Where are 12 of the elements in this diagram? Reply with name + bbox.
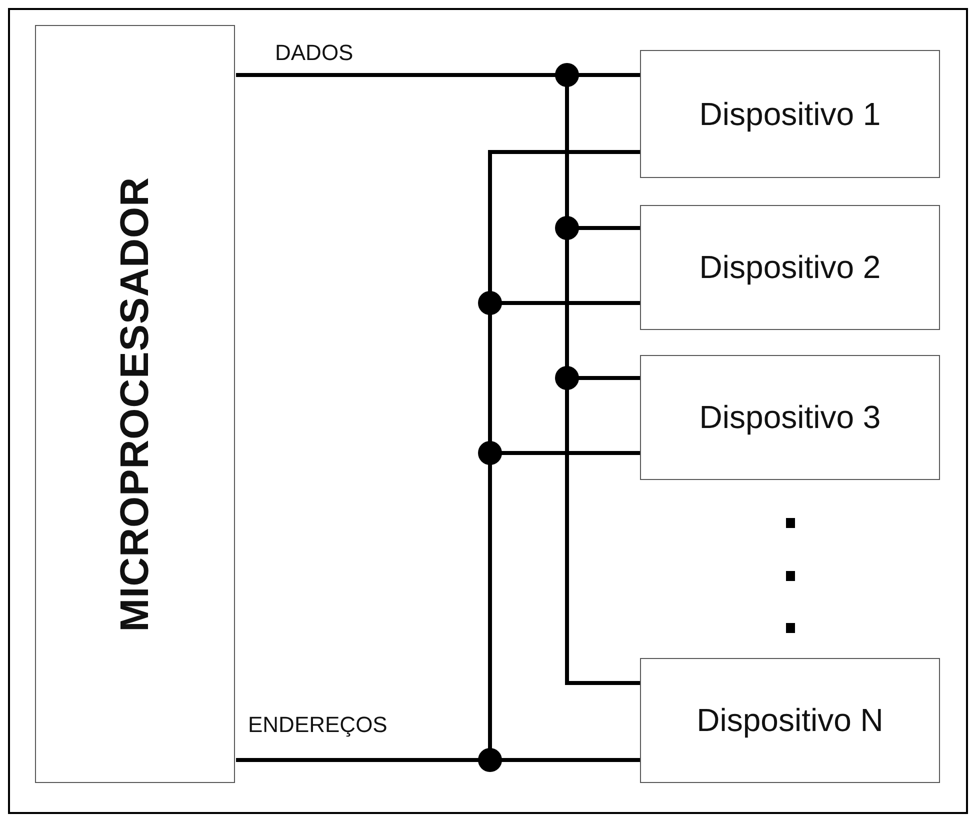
node-label: Dispositivo N — [696, 702, 884, 739]
node-label: Dispositivo 1 — [699, 96, 881, 132]
edge-label: DADOS — [275, 40, 354, 66]
device-box — [640, 658, 940, 783]
edge-label: ENDEREÇOS — [248, 712, 388, 738]
device-box — [640, 355, 940, 480]
device-box — [640, 50, 940, 178]
node-label: Dispositivo 3 — [699, 399, 881, 436]
node-label: MICROPROCESSADOR — [112, 176, 158, 632]
device-box — [640, 205, 940, 330]
processor-box — [35, 25, 235, 783]
node-label: Dispositivo 2 — [699, 249, 881, 286]
